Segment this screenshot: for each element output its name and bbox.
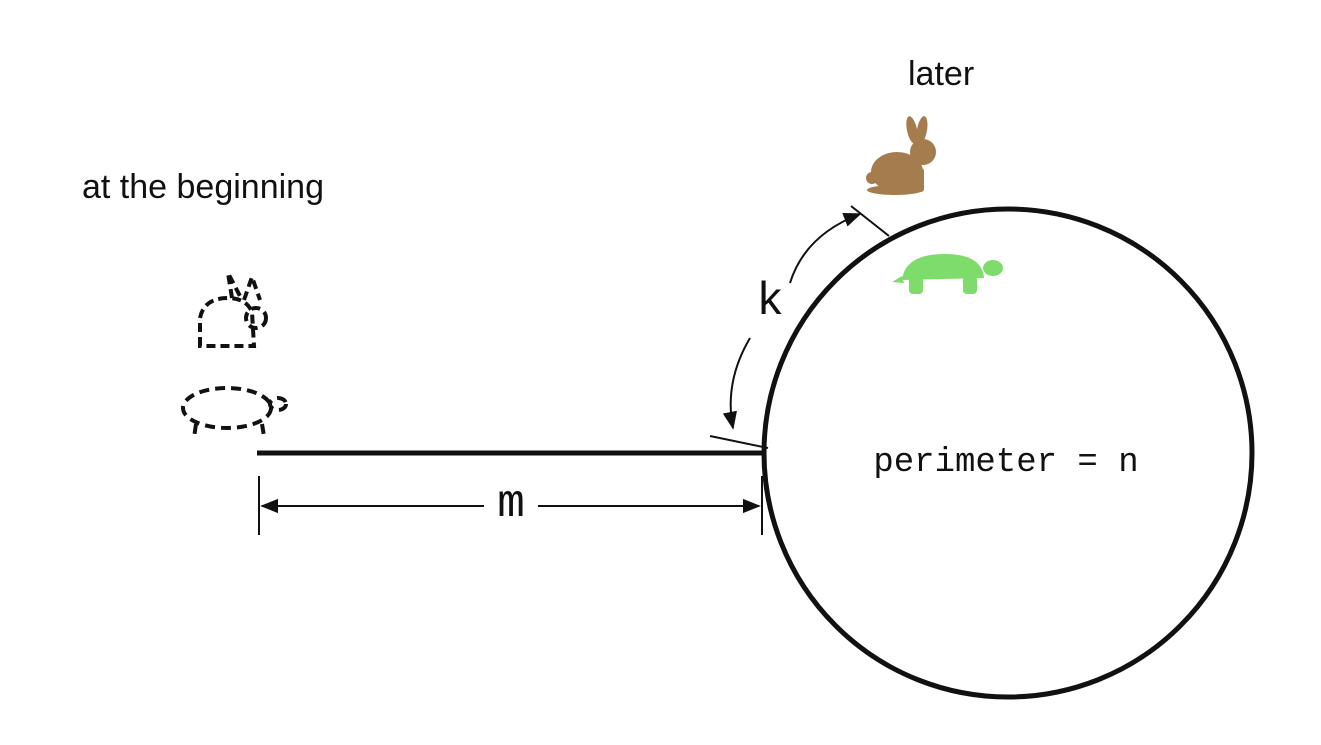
- arc-tick-meet: [850, 205, 890, 237]
- arc-arrow-upper: [789, 213, 862, 284]
- cycle-circle: [761, 206, 1255, 700]
- rabbit-outline-icon: [198, 270, 268, 348]
- beginning-label: at the beginning: [82, 168, 324, 206]
- later-label: later: [908, 55, 974, 93]
- rabbit-icon: [866, 116, 936, 195]
- tail-dimension: [258, 476, 763, 535]
- turtle-outline-icon: [181, 386, 288, 439]
- arc-tick-entry: [709, 435, 769, 449]
- arc-length-label: k: [756, 276, 784, 328]
- tail-length-label: m: [497, 478, 525, 530]
- arc-arrow-lower: [722, 337, 751, 430]
- turtle-icon: [892, 254, 1003, 294]
- arc-dimension: [709, 205, 890, 449]
- perimeter-label: perimeter = n: [873, 444, 1138, 482]
